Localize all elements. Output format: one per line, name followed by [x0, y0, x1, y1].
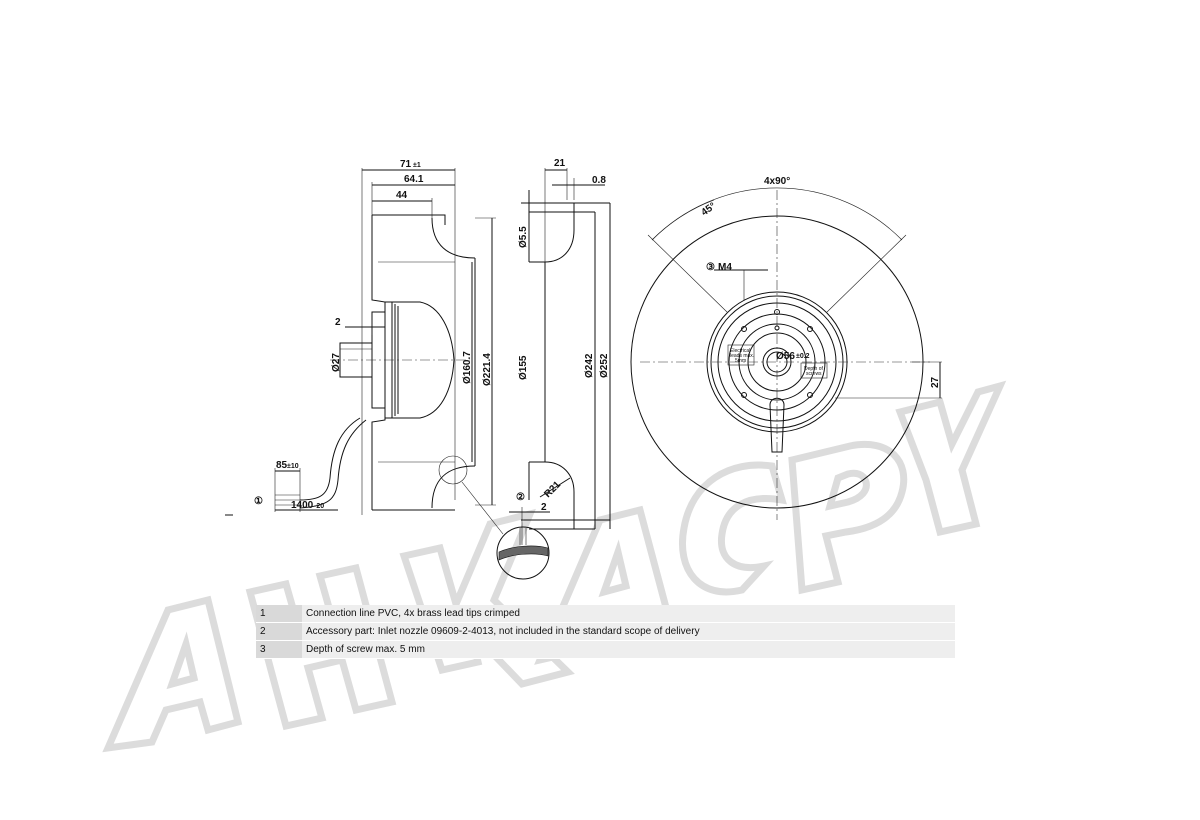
dim-lead-short: 85	[276, 460, 288, 471]
label-depth-2: screws	[806, 371, 822, 377]
notes-table: 1 Connection line PVC, 4x brass lead tip…	[256, 605, 955, 659]
dim-dia-242: Ø242	[584, 353, 595, 378]
note-text: Depth of screw max. 5 mm	[302, 640, 955, 659]
note-text: Connection line PVC, 4x brass lead tips …	[302, 605, 955, 623]
callout-3: ③	[706, 262, 715, 273]
dim-angle-pattern: 4x90°	[764, 176, 790, 187]
dim-dia-inner: Ø160.7	[462, 351, 473, 384]
note-number: 2	[256, 622, 302, 641]
dim-dia-252: Ø252	[599, 353, 610, 378]
dim-length-b: 44	[396, 190, 408, 201]
dim-overall-length: 71	[400, 159, 412, 170]
label-electrical-2: leads max.	[730, 353, 754, 359]
dim-detail: 2	[541, 502, 547, 513]
table-row: 1 Connection line PVC, 4x brass lead tip…	[256, 605, 955, 623]
dim-angle: 45°	[699, 201, 718, 219]
callout-2: ②	[516, 492, 525, 503]
front-view: 4x90° 45° ③ M4 Ø56 ±0.2 27 Electrical le…	[630, 176, 942, 520]
dim-nozzle-width: 21	[554, 158, 566, 169]
note-number: 3	[256, 640, 302, 659]
note-text: Accessory part: Inlet nozzle 09609-2-401…	[302, 622, 955, 641]
dim-lead-short-tol: ±10	[287, 463, 299, 470]
table-row: 3 Depth of screw max. 5 mm	[256, 640, 955, 659]
dim-dia-hub: Ø27	[331, 353, 342, 372]
nozzle-view: 21 0.8 Ø5.5 Ø155 Ø242 Ø252 R21 2 ②	[496, 158, 611, 580]
label-electrical-1: Electrical	[730, 348, 750, 354]
callout-1: ①	[254, 496, 263, 507]
label-electrical-3: 5mm	[735, 358, 746, 364]
dim-thread: M4	[718, 262, 732, 273]
table-row: 2 Accessory part: Inlet nozzle 09609-2-4…	[256, 622, 955, 641]
dim-lead-long: 1400	[291, 500, 314, 511]
dim-dia-155: Ø155	[518, 355, 529, 380]
dim-lead-long-tol: -20	[314, 503, 324, 510]
dim-front-offset: 27	[930, 376, 941, 388]
side-view: 71 ±1 64.1 44 2 Ø27 Ø160.7 Ø221.4 85 ±10…	[225, 159, 504, 535]
dim-bore: Ø56	[776, 351, 795, 362]
dim-gap: 2	[335, 317, 341, 328]
dim-overall-length-tol: ±1	[413, 162, 421, 169]
dim-dia-outer: Ø221.4	[482, 353, 493, 386]
dim-dia-small: Ø5.5	[518, 226, 529, 248]
dim-radius: R21	[542, 479, 563, 500]
dim-length-a: 64.1	[404, 174, 424, 185]
watermark	[102, 380, 1007, 753]
dim-nozzle-offset: 0.8	[592, 175, 606, 186]
label-depth-1: Depth of	[804, 366, 824, 372]
dim-bore-tol: ±0.2	[796, 353, 810, 360]
note-number: 1	[256, 605, 302, 623]
